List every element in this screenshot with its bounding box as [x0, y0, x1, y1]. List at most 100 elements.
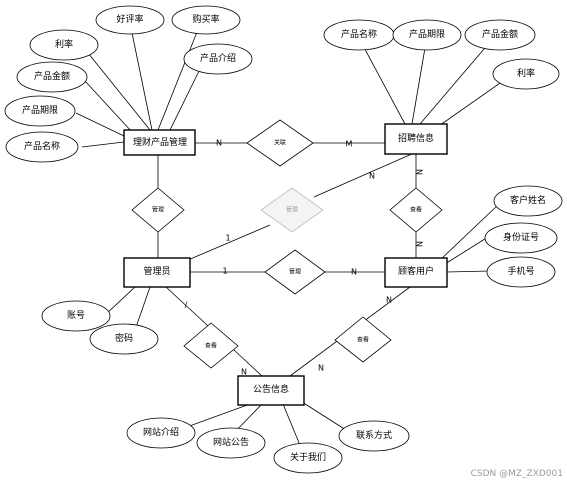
attr-notice-contact-label: 联系方式: [356, 429, 392, 441]
line-recruit-attr-term: [411, 41, 427, 125]
attr-notice-bulletin-label: 网站公告: [213, 436, 249, 448]
watermark: CSDN @MZ_ZXD001: [470, 469, 563, 479]
entity-boxes: [123, 123, 448, 406]
attr-recruit-amount-label: 产品金额: [482, 28, 518, 40]
entity-admin-box: [123, 257, 191, 288]
card-admin-manage-recruit: 1: [225, 234, 230, 243]
attr-product-name: [5, 131, 79, 163]
line-product-attr-rate: [83, 47, 151, 131]
attr-recruit-term-label: 产品期限: [409, 28, 445, 40]
attr-product-rate-label: 利率: [55, 38, 73, 50]
attr-product-name-label: 产品名称: [24, 140, 60, 152]
card-customer-notice-top: N: [386, 296, 392, 305]
card-admin-notice-bottom: N: [241, 368, 247, 377]
rel-view-recruit: [389, 187, 443, 233]
attr-product-rate: [29, 29, 99, 61]
line-admin-manage-recruit: [187, 224, 271, 261]
rel-customer-notice-label: 查看: [357, 336, 369, 344]
attr-customer-phone: [486, 256, 556, 288]
line-product-attr-name: [81, 141, 125, 148]
attr-customer-name-label: 客户姓名: [510, 194, 546, 206]
card-view-customer: N: [416, 241, 425, 247]
line-recruit-attr-name: [359, 39, 406, 125]
attr-recruit-term: [392, 19, 462, 51]
attr-product-intro-label: 产品介绍: [200, 52, 236, 64]
entity-admin: 管理员: [143, 265, 170, 277]
rel-customer-notice: [334, 316, 392, 363]
card-admin-manage-customer: 1: [222, 267, 227, 276]
line-recruit-attr-rate: [435, 75, 511, 129]
entity-product-box: [123, 129, 196, 156]
line-admin-attr-password: [134, 286, 151, 331]
attr-admin-password-label: 密码: [115, 332, 133, 344]
attr-notice-contact: [338, 420, 410, 452]
entity-recruit: 招聘信息: [398, 132, 434, 144]
diagram-text: 理财产品管理 招聘信息 管理员 顾客用户 公告信息 利率 好评率 购买率 产品介…: [22, 13, 546, 463]
attr-notice-about: [273, 442, 343, 474]
attr-product-intro: [183, 43, 253, 75]
attr-recruit-name-label: 产品名称: [341, 28, 377, 40]
attr-admin-account-label: 账号: [67, 310, 85, 321]
attr-recruit-rate: [492, 58, 560, 90]
relationship-diamonds: [131, 119, 443, 369]
attr-customer-id: [484, 222, 558, 254]
line-manage-recruit-recruit: [313, 152, 415, 198]
line-notice-attr-contact: [301, 401, 347, 431]
line-product-attr-intro: [169, 64, 203, 131]
attr-notice-about-label: 关于我们: [290, 451, 326, 463]
attr-notice-intro: [126, 417, 196, 449]
line-product-attr-rating: [130, 27, 153, 131]
line-recruit-attr-amount: [419, 41, 491, 125]
attr-product-term-label: 产品期限: [22, 104, 58, 116]
attr-admin-password: [89, 323, 159, 355]
card-link-recruit: M: [346, 140, 353, 149]
card-admin-notice-top: /: [185, 301, 188, 310]
attr-customer-id-label: 身份证号: [503, 231, 539, 243]
rel-manage-customer-label: 管理: [289, 268, 301, 276]
attr-product-rating-label: 好评率: [116, 13, 143, 25]
line-admin-attr-account: [103, 286, 136, 317]
entity-notice: 公告信息: [253, 383, 289, 395]
attr-admin-account: [41, 300, 111, 332]
attr-product-term: [4, 95, 76, 127]
entity-product: 理财产品管理: [133, 136, 187, 148]
attr-product-purchase: [171, 5, 241, 35]
rel-view-recruit-label: 查看: [410, 206, 422, 214]
line-customer-attr-name: [439, 204, 499, 261]
attr-product-amount-label: 产品金额: [34, 70, 70, 82]
line-customer-attr-id: [444, 236, 489, 265]
rel-manage-customer: [264, 249, 326, 295]
card-recruit-view: N: [416, 169, 425, 175]
card-customer-notice-bottom: N: [318, 364, 324, 373]
attr-product-amount: [16, 61, 88, 93]
attr-recruit-rate-label: 利率: [517, 67, 535, 79]
attr-customer-phone-label: 手机号: [507, 265, 534, 277]
attr-product-rating: [95, 5, 165, 35]
attribute-ellipses: [4, 5, 563, 474]
entity-notice-box: [237, 375, 305, 406]
rel-link-label: 关联: [274, 139, 286, 147]
rel-admin-notice: [183, 322, 239, 369]
rel-link: [246, 119, 314, 167]
line-product-attr-term: [75, 112, 125, 137]
rel-manage-product: [131, 187, 185, 233]
line-notice-attr-intro: [183, 403, 251, 429]
card-product-link: N: [216, 139, 222, 148]
line-customer-attr-phone: [446, 270, 491, 273]
entity-customer: 顾客用户: [398, 265, 434, 277]
rel-manage-recruit: [260, 187, 324, 233]
rel-admin-notice-label: 查看: [205, 342, 217, 350]
attr-product-purchase-label: 购买率: [192, 13, 219, 25]
attr-notice-intro-label: 网站介绍: [143, 426, 179, 438]
line-notice-attr-about: [282, 403, 303, 451]
card-manage-recruit-recruit: N: [369, 172, 375, 181]
line-product-attr-amount: [84, 80, 133, 133]
rel-manage-recruit-label: 管理: [286, 206, 298, 214]
attr-customer-name: [493, 185, 563, 217]
attr-recruit-amount: [464, 19, 536, 51]
entity-recruit-box: [384, 123, 448, 155]
line-product-attr-purchase: [157, 26, 200, 131]
entity-customer-box: [384, 257, 448, 288]
rel-manage-product-label: 管理: [152, 206, 164, 214]
